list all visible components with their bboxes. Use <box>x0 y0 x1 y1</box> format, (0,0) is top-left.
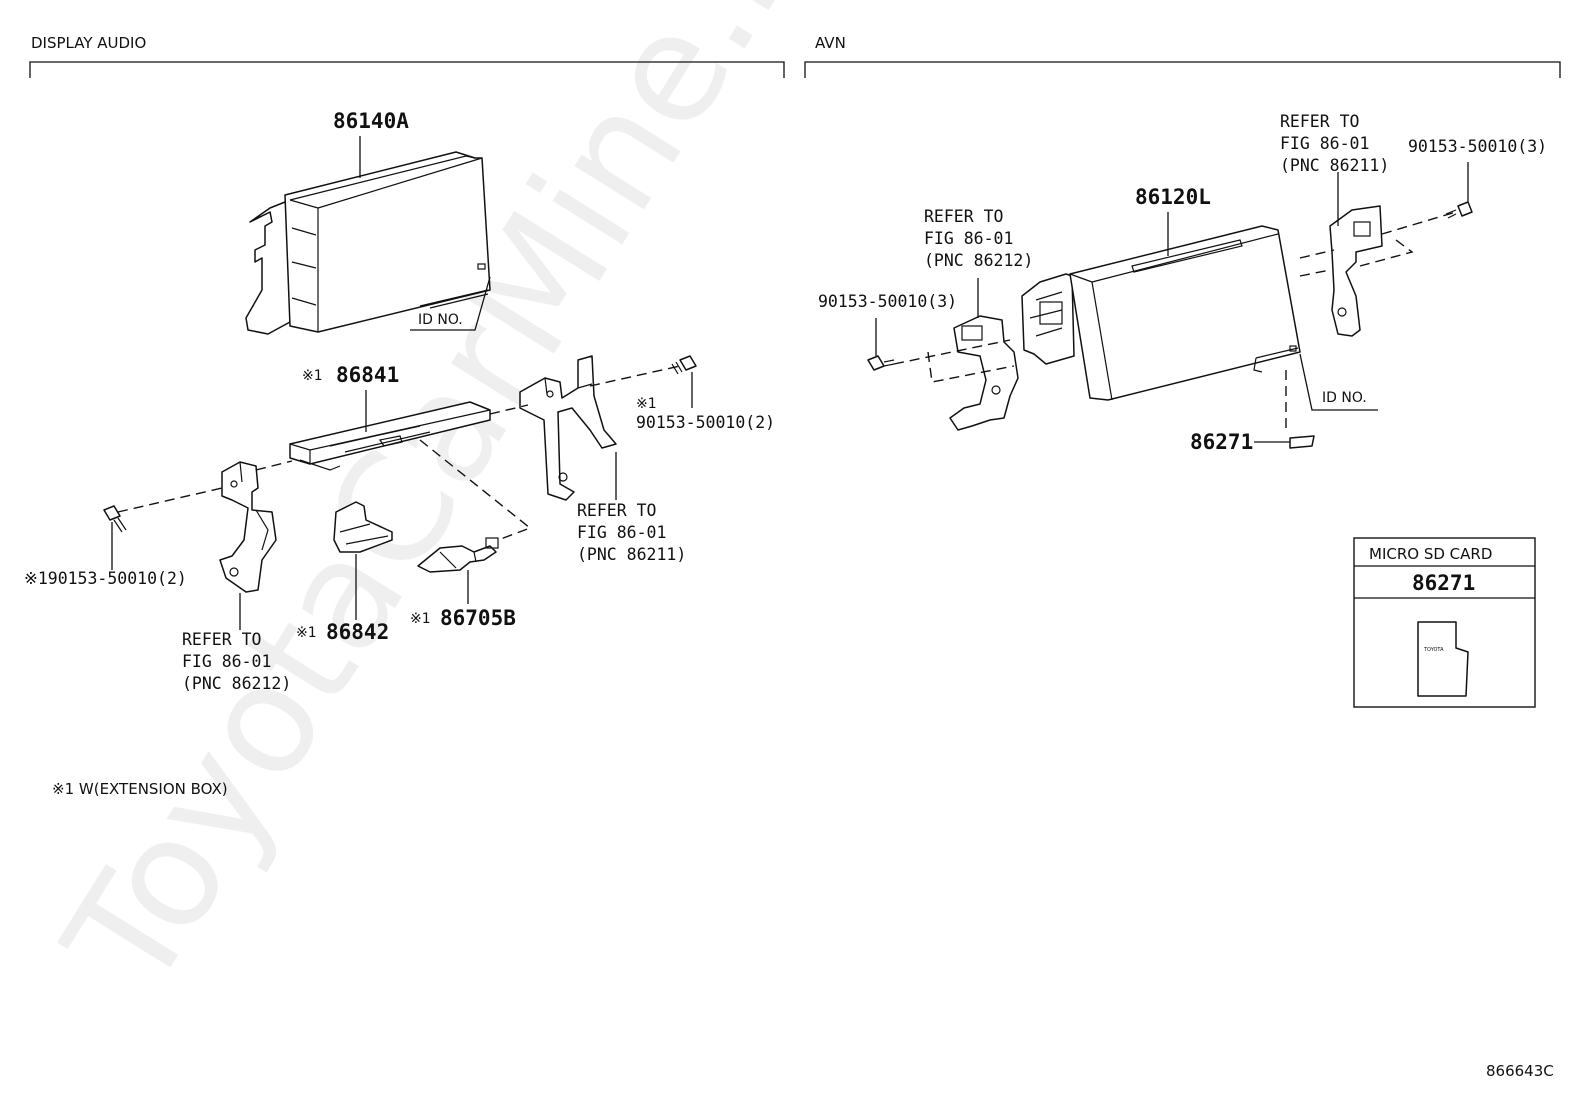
refer-right-line3: (PNC 86211) <box>577 545 686 564</box>
bolt-top-avn <box>1445 201 1473 219</box>
refer-mid-line1: REFER TO <box>924 207 1003 226</box>
bolt-left-left-section <box>103 505 127 533</box>
part-86841-label: 86841 <box>336 363 399 387</box>
id-no-label-right: ID NO. <box>1322 390 1367 406</box>
refer-right-line2: FIG 86-01 <box>577 523 666 542</box>
display-unit-86140a <box>245 151 491 335</box>
bolt-right-left-section <box>671 355 697 375</box>
part-86120l-label: 86120L <box>1135 185 1211 209</box>
refer-mid-line3: (PNC 86212) <box>924 251 1033 270</box>
section-bracket-display-audio <box>29 61 785 78</box>
refer-left-line2: FIG 86-01 <box>182 652 271 671</box>
bracket-left-86212 <box>219 461 277 593</box>
sd-card-brand: TOYOTA <box>1423 647 1444 653</box>
refer-left-line1: REFER TO <box>182 630 261 649</box>
part-86271-label: 86271 <box>1190 430 1253 454</box>
footnote: ※1 W(EXTENSION BOX) <box>52 780 228 798</box>
extension-box-86841 <box>289 401 491 471</box>
bracket-top-86211 <box>1329 205 1383 337</box>
connector-dash-left <box>419 439 532 541</box>
refer-right-line1: REFER TO <box>577 501 656 520</box>
avn-unit-86120l <box>1021 225 1301 401</box>
refer-top-line1: REFER TO <box>1280 112 1359 131</box>
bolt-right-mark: ※1 <box>636 396 657 412</box>
leader-id-no-left <box>410 276 491 331</box>
wire-86705b <box>417 537 499 573</box>
sd-box-part: 86271 <box>1412 571 1475 595</box>
part-86842-label: 86842 <box>326 620 389 644</box>
bolt-left-avn-part: 90153-50010(3) <box>818 292 957 311</box>
part-86705b-mark: ※1 <box>410 611 431 627</box>
bolt-left-avn <box>867 355 895 371</box>
refer-mid-line2: FIG 86-01 <box>924 229 1013 248</box>
bracket-right-86211 <box>519 355 617 501</box>
sd-box-title: MICRO SD CARD <box>1369 545 1492 563</box>
section-bracket-avn <box>804 61 1561 78</box>
section-title-avn: AVN <box>815 34 846 52</box>
bracket-mid-86212 <box>949 315 1019 431</box>
refer-top-line3: (PNC 86211) <box>1280 156 1389 175</box>
figure-id: 866643C <box>1486 1062 1554 1080</box>
part-86705b-label: 86705B <box>440 606 516 630</box>
refer-top-line2: FIG 86-01 <box>1280 134 1369 153</box>
bolt-top-part: 90153-50010(3) <box>1408 137 1547 156</box>
bolt-left-part: ※190153-50010(2) <box>24 569 187 588</box>
id-no-label-left: ID NO. <box>418 312 463 328</box>
bolt-right-part: 90153-50010(2) <box>636 413 775 432</box>
part-86841-mark: ※1 <box>302 368 323 384</box>
sd-card-small <box>1289 435 1315 449</box>
assembly-axis-left <box>117 365 681 513</box>
clip-86842 <box>333 501 393 553</box>
part-86140a-label: 86140A <box>333 109 409 133</box>
micro-sd-card-box: TOYOTA <box>1353 537 1536 708</box>
part-86842-mark: ※1 <box>296 625 317 641</box>
assembly-axis-avn <box>893 211 1457 430</box>
refer-left-line3: (PNC 86212) <box>182 674 291 693</box>
leader-id-no-right <box>1299 353 1378 411</box>
assembly-axis-avn-2 <box>1299 249 1335 259</box>
section-title-display-audio: DISPLAY AUDIO <box>31 34 146 52</box>
